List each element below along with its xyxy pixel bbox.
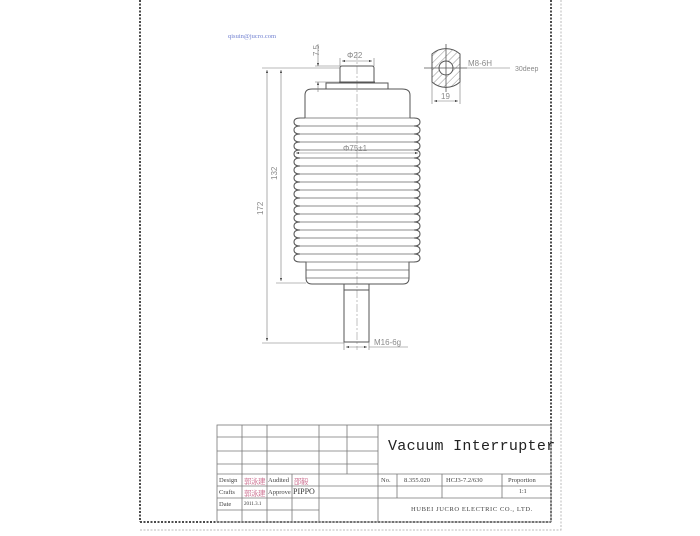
label-date: Date <box>219 501 232 508</box>
label-proportion: Proportion <box>508 477 536 484</box>
approver-value: PIPPO <box>293 487 315 496</box>
label-audited: Audited <box>268 477 289 484</box>
end-view <box>424 44 510 104</box>
title-block-grid <box>216 424 552 523</box>
top-terminal <box>304 65 411 118</box>
scale-value: 1:1 <box>519 489 527 495</box>
label-approve: Approve <box>268 489 291 496</box>
crafts-signature: 郭泳建 <box>244 489 266 498</box>
dim-m16-label: M16-6g <box>374 338 401 347</box>
model-number: HCJ3-7.2/630 <box>446 477 483 484</box>
dim-phi22 <box>339 58 375 66</box>
dim-m8-label: M8-6H <box>468 59 492 68</box>
dim-19-label: 19 <box>441 92 450 101</box>
dim-172 <box>262 67 344 344</box>
email-text: qisuin@jucro.com <box>228 33 277 40</box>
date-value: 2011.3.1 <box>244 502 262 507</box>
dim-132-label: 132 <box>270 166 279 180</box>
designer-signature: 郭泳建 <box>244 477 266 486</box>
bellows-body <box>293 117 421 285</box>
dim-depth-label: 30deep <box>515 66 538 73</box>
auditor-signature: 邵毅 <box>294 477 309 486</box>
label-design: Design <box>219 477 238 484</box>
dim-m16 <box>343 342 408 350</box>
company-name: HUBEI JUCRO ELECTRIC CO., LTD. <box>411 506 533 513</box>
bottom-stem <box>343 283 370 343</box>
dim-phi75-label: Φ75±1 <box>343 144 368 153</box>
dim-7-5 <box>315 44 340 92</box>
dim-7-5-label: 7.5 <box>312 44 321 56</box>
drawing-number: 8.355.020 <box>404 477 430 484</box>
part-title: Vacuum Interrupter <box>388 438 556 455</box>
dim-phi22-label: Φ22 <box>347 51 363 60</box>
dim-172-label: 172 <box>256 201 265 215</box>
dim-132 <box>276 70 306 284</box>
label-crafts: Crafts <box>219 489 235 496</box>
label-no: No. <box>381 477 391 484</box>
